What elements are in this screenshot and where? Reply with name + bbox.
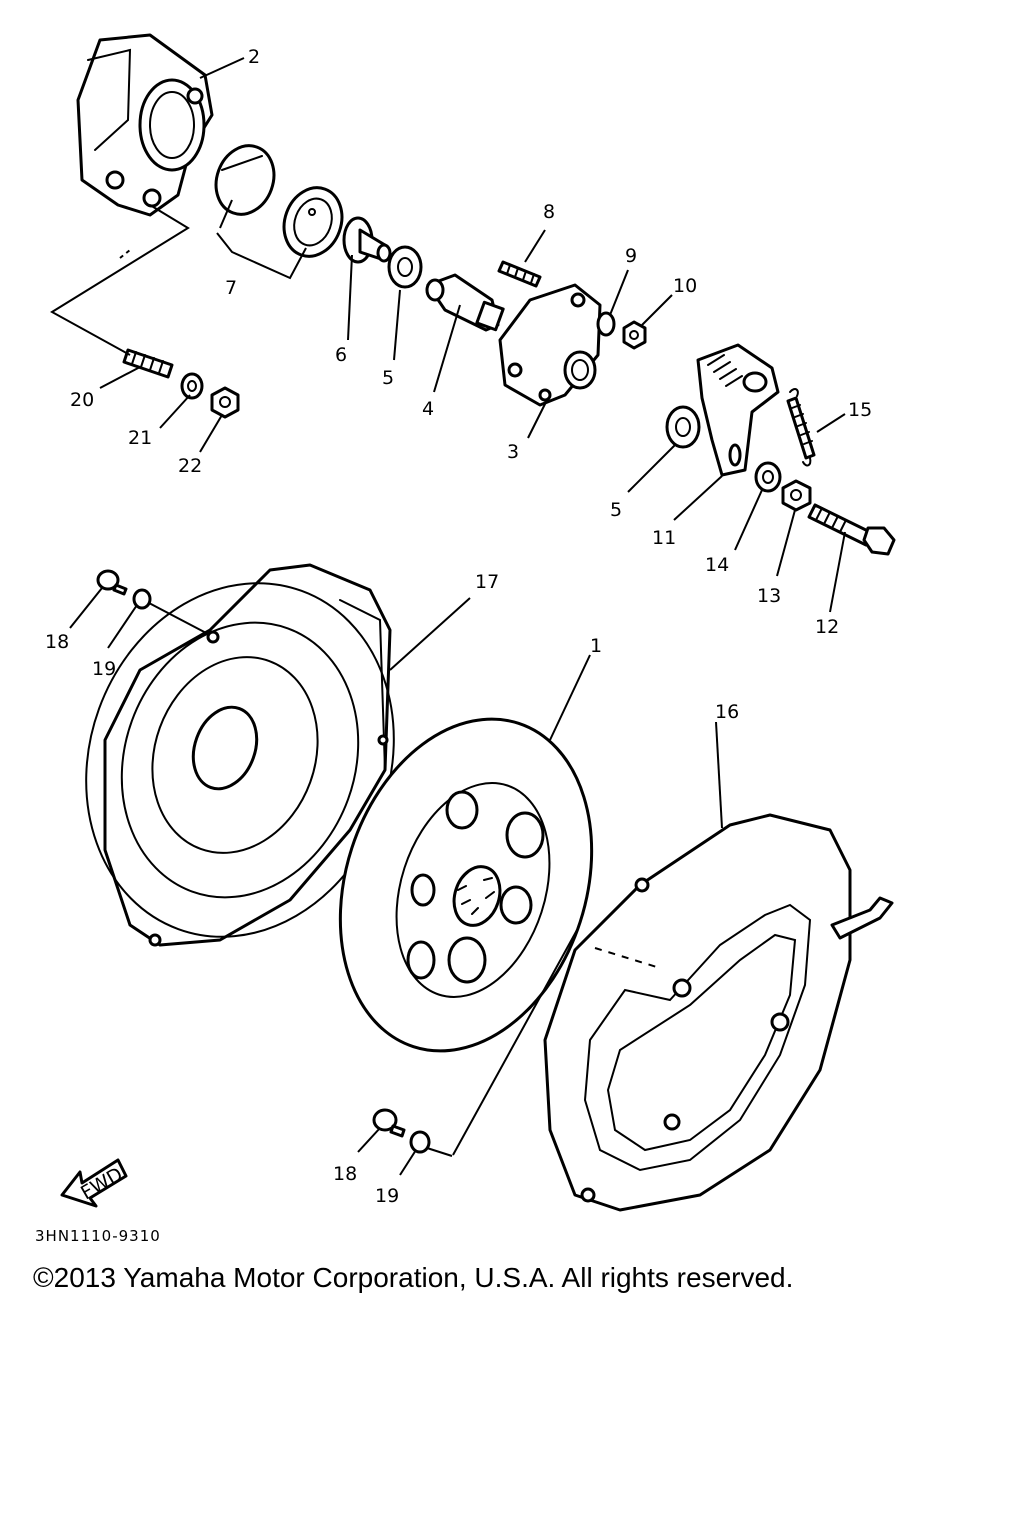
callout-17: 17 bbox=[475, 571, 499, 593]
part-16-back-plate bbox=[543, 813, 894, 1212]
callout-6: 6 bbox=[335, 344, 347, 366]
callout-5-upper: 5 bbox=[382, 367, 394, 389]
assembly-lines bbox=[50, 204, 661, 1157]
part-19-washer-lower bbox=[409, 1130, 431, 1154]
callout-18-upper: 18 bbox=[45, 631, 69, 653]
callout-labels: 2 7 6 5 4 8 9 10 3 20 21 22 15 5 11 14 1… bbox=[45, 46, 872, 1207]
callout-3: 3 bbox=[507, 441, 519, 463]
callout-20: 20 bbox=[70, 389, 94, 411]
callout-9: 9 bbox=[625, 245, 637, 267]
part-2-caliper-bracket bbox=[76, 33, 214, 217]
part-20-stud-bolt bbox=[122, 348, 174, 379]
part-1-brake-disc bbox=[338, 717, 594, 1053]
part-4-camshaft bbox=[425, 273, 505, 332]
fwd-arrow-icon: FWD bbox=[60, 1158, 128, 1208]
callout-11: 11 bbox=[652, 527, 676, 549]
callout-5-lower: 5 bbox=[610, 499, 622, 521]
part-10-nut bbox=[622, 320, 647, 350]
callout-18-lower: 18 bbox=[333, 1163, 357, 1185]
callout-14: 14 bbox=[705, 554, 729, 576]
part-8-stud bbox=[497, 260, 542, 288]
part-3-cam-housing bbox=[498, 283, 602, 407]
part-17-drum-cover bbox=[85, 563, 395, 947]
part-5-bearing-lower bbox=[665, 405, 701, 449]
callout-2: 2 bbox=[248, 46, 260, 68]
part-18-bolt-lower bbox=[372, 1108, 406, 1138]
callout-19-upper: 19 bbox=[92, 658, 116, 680]
part-21-washer bbox=[180, 372, 204, 400]
callout-7: 7 bbox=[225, 277, 237, 299]
callout-16: 16 bbox=[715, 701, 739, 723]
callout-4: 4 bbox=[422, 398, 434, 420]
part-15-spring bbox=[786, 388, 816, 467]
callout-22: 22 bbox=[178, 455, 202, 477]
callout-8: 8 bbox=[543, 201, 555, 223]
part-7-piston-set bbox=[214, 144, 344, 258]
callout-12: 12 bbox=[815, 616, 839, 638]
part-12-bolt bbox=[807, 503, 896, 556]
part-13-nut bbox=[781, 479, 812, 512]
callout-1: 1 bbox=[590, 635, 602, 657]
copyright-notice: ©2013 Yamaha Motor Corporation, U.S.A. A… bbox=[33, 1262, 794, 1293]
callout-10: 10 bbox=[673, 275, 697, 297]
callout-15: 15 bbox=[848, 399, 872, 421]
callout-13: 13 bbox=[757, 585, 781, 607]
part-6-shim bbox=[342, 216, 392, 264]
leader-lines bbox=[69, 57, 846, 1176]
part-19-washer-upper bbox=[132, 588, 152, 610]
part-9-washer bbox=[596, 311, 616, 337]
callout-19-lower: 19 bbox=[375, 1185, 399, 1207]
part-22-nut bbox=[210, 386, 240, 419]
diagram-code: 3HN1110-9310 bbox=[35, 1227, 161, 1245]
part-5-bearing-upper bbox=[387, 245, 423, 289]
part-18-bolt-upper bbox=[96, 569, 128, 596]
part-11-brake-lever bbox=[696, 343, 780, 477]
callout-21: 21 bbox=[128, 427, 152, 449]
part-14-washer bbox=[754, 461, 782, 493]
